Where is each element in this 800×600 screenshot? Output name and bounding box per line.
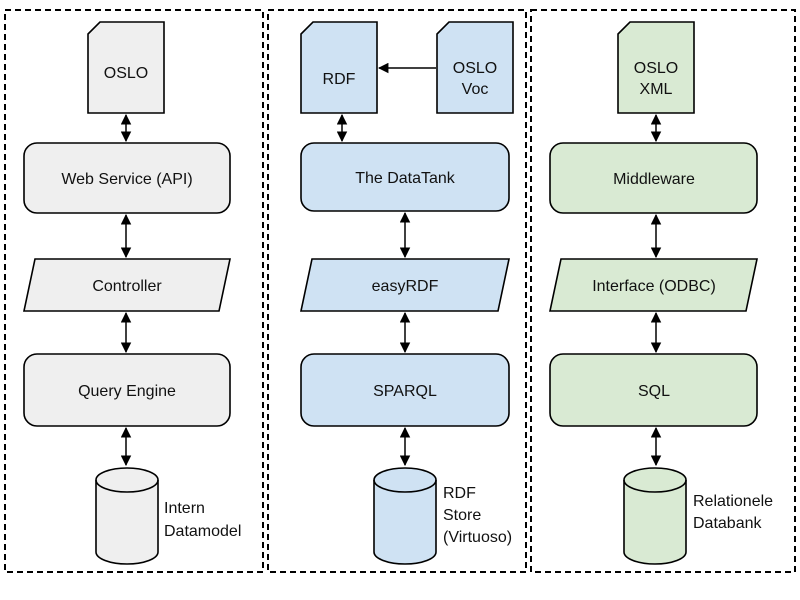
block-web-service [23,142,231,214]
document-oslo-xml-label-line2: XML [640,81,673,98]
block-query-engine-label: Query Engine [78,383,176,400]
database-label-line1: Relationele [693,493,773,510]
panel-right [530,9,796,573]
document-oslo-voc [436,21,514,114]
document-oslo-voc-label-line1: OSLO [453,60,497,77]
block-easyrdf [300,258,510,312]
document-oslo-xml [617,21,695,114]
block-the-datatank-label: The DataTank [355,170,456,187]
block-middleware [549,142,758,214]
database-relationele-databank [623,467,687,565]
block-sparql-label: SPARQL [373,383,437,400]
block-sql-label: SQL [638,383,670,400]
database-rim-middle [373,479,437,493]
document-rdf [300,21,378,114]
document-oslo-label: OSLO [104,65,148,82]
database-label-line3: (Virtuoso) [443,529,512,546]
block-sql [549,353,758,427]
database-label-line2: Store [443,507,481,524]
block-controller-label: Controller [92,278,162,295]
block-web-service-label: Web Service (API) [61,171,192,188]
block-the-datatank [300,142,510,212]
column-middle: RDF OSLO Voc The DataTank easyRDF SPARQL… [300,21,514,565]
database-label-line2: Databank [693,515,762,532]
document-oslo [87,21,165,114]
database-intern-datamodel [95,467,159,565]
block-sparql [300,353,510,427]
document-oslo-xml-label-line1: OSLO [634,60,678,77]
database-rim-right [623,479,687,493]
block-easyrdf-label: easyRDF [372,278,439,295]
block-middleware-label: Middleware [613,171,695,188]
database-label-line1: Intern [164,500,205,517]
database-label-line2: Datamodel [164,523,241,540]
database-rim-left [95,479,159,493]
database-label-line1: RDF [443,485,476,502]
database-rdf-store [373,467,437,565]
block-controller [23,258,231,312]
column-right: OSLO XML Middleware Interface (ODBC) SQL… [549,21,773,565]
document-oslo-voc-label-line2: Voc [462,81,489,98]
document-rdf-label: RDF [323,71,356,88]
block-query-engine [23,353,231,427]
column-left: OSLO Web Service (API) Controller Query … [23,21,241,565]
block-interface-odbc-label: Interface (ODBC) [592,278,716,295]
block-interface-odbc [549,258,758,312]
